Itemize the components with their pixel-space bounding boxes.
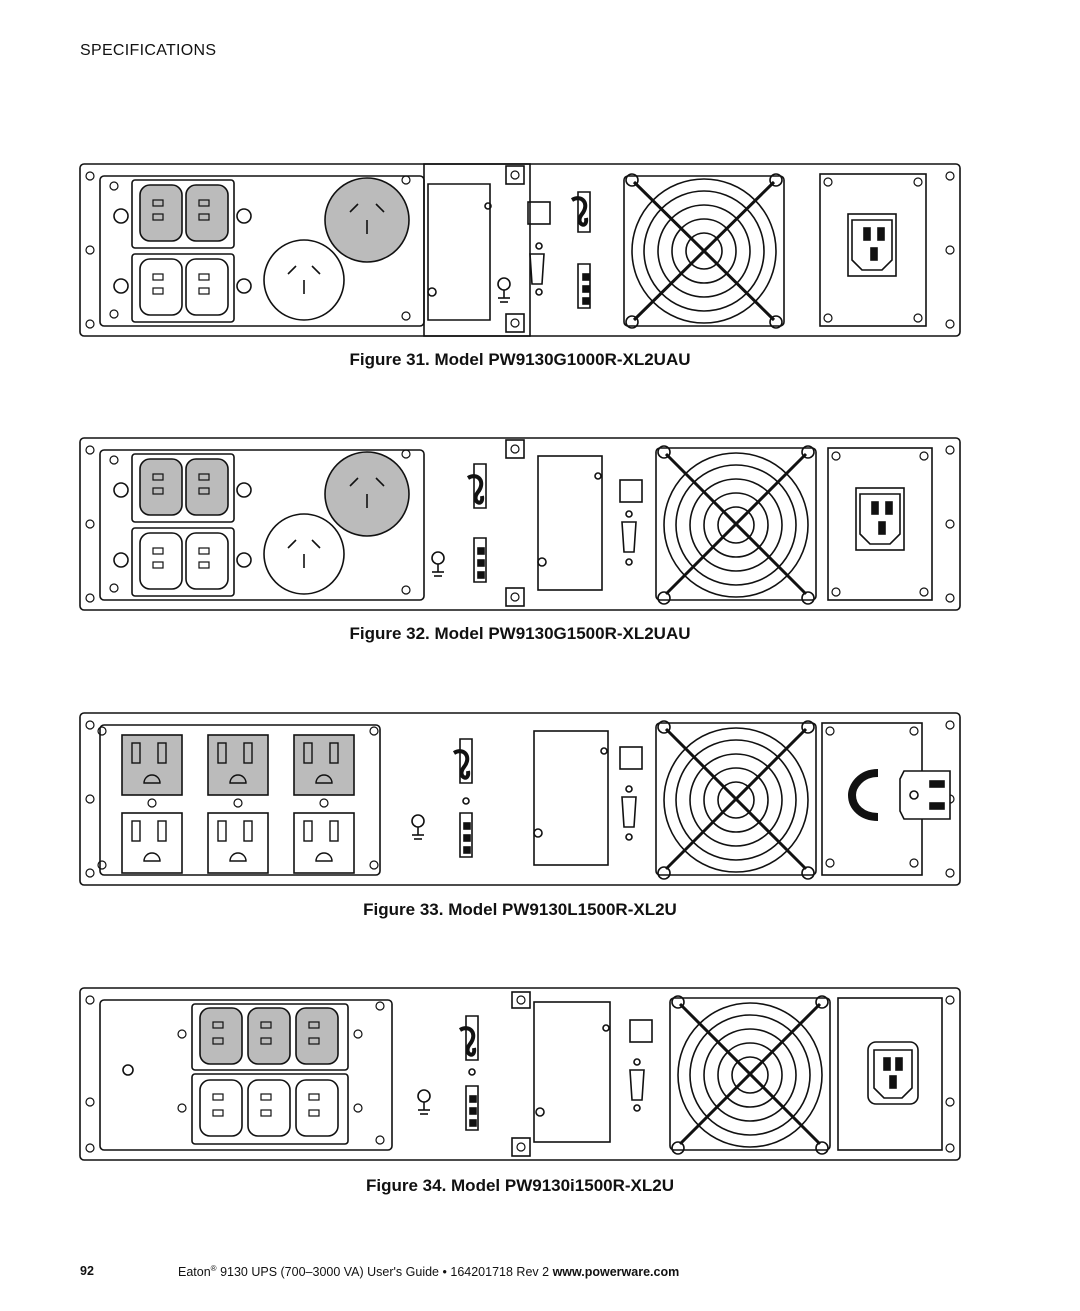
figure-34-caption: Figure 34. Model PW9130i1500R-XL2U [366,1176,674,1195]
figure-31-rear-panel [78,162,962,338]
registered-mark: ® [210,1264,217,1273]
footer-bullet-1: • [442,1265,447,1280]
footer-guide-title: 9130 UPS (700–3000 VA) User's Guide [220,1265,440,1280]
footer-brand: Eaton [178,1265,211,1280]
figure-32-rear-panel [78,436,962,612]
footer-url[interactable]: www.powerware.com [552,1265,680,1280]
figure-34-rear-panel [78,986,962,1162]
figure-33-rear-panel [78,711,962,887]
footer-guide-line: Eaton® 9130 UPS (700–3000 VA) User's Gui… [178,1264,679,1279]
figure-33-caption: Figure 33. Model PW9130L1500R-XL2U [363,900,677,919]
section-header: SPECIFICATIONS [80,42,217,59]
page-number: 92 [80,1264,94,1278]
figure-31-caption: Figure 31. Model PW9130G1000R-XL2UAU [349,350,691,369]
footer-doc-rev: 164201718 Rev 2 [450,1265,550,1280]
figure-32-caption: Figure 32. Model PW9130G1500R-XL2UAU [349,624,691,643]
